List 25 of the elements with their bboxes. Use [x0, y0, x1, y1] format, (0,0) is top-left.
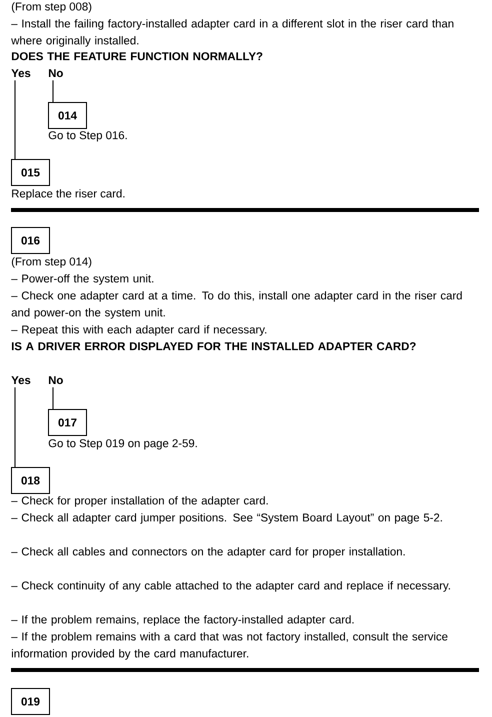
step-number-box: 017	[48, 409, 87, 436]
answer-label: Yes	[11, 69, 30, 78]
instruction-text: – Repeat this with each adapter card if necessary.	[11, 325, 266, 336]
connector-line	[52, 80, 54, 102]
step-number-box: 014	[48, 102, 87, 129]
step-number-box: 019	[11, 688, 50, 715]
instruction-text: (From step 008)	[12, 2, 92, 13]
step-number-box: 016	[11, 227, 50, 254]
connector-line	[14, 386, 16, 468]
instruction-text: – Check one adapter card at a time. To do this, install one adapter card in the riser card and power-on the system unit.	[11, 291, 462, 319]
answer-label: No	[48, 69, 63, 78]
instruction-text: – Check continuity of any cable attached to the adapter card and replace if necessary.	[11, 581, 450, 592]
step-number-box: 018	[11, 467, 50, 494]
question-text: IS A DRIVER ERROR DISPLAYED FOR THE INSTALLED ADAPTER CARD?	[12, 342, 416, 350]
answer-label: Yes	[11, 376, 30, 384]
instruction-text: – Power-off the system unit.	[11, 274, 154, 285]
instruction-text: – Install the failing factory-installed adapter card in a different slot in the riser card than where originally installed.	[11, 19, 454, 47]
connector-line	[14, 80, 16, 160]
answer-label: No	[48, 376, 63, 384]
instruction-text: – If the problem remains, replace the factory-installed adapter card.	[11, 615, 354, 626]
instruction-text: Go to Step 016.	[48, 131, 127, 142]
connector-line	[52, 386, 54, 410]
instruction-text: – Check all cables and connectors on the adapter card for proper installation.	[11, 547, 405, 558]
step-number-box: 015	[11, 159, 50, 186]
instruction-text: – Check all adapter card jumper positions. See “System Board Layout” on page 5-2.	[11, 513, 442, 524]
